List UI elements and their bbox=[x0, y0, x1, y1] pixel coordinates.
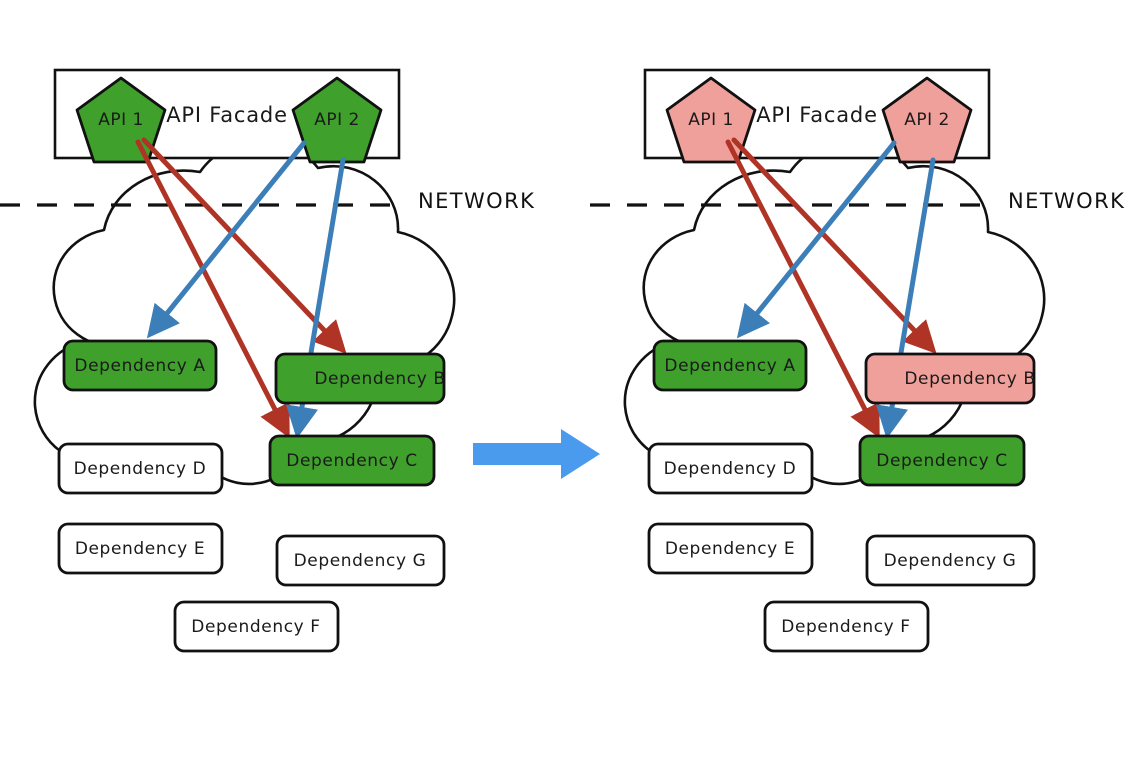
dependency-box-dep-g-after[interactable] bbox=[865, 534, 1036, 587]
dependency-label-dep-a-before: Dependency A bbox=[74, 356, 205, 376]
dependency-box-dep-c-before[interactable] bbox=[268, 434, 436, 487]
dependency-box-dep-d-after[interactable] bbox=[647, 442, 814, 495]
edge-api2-to-dep-a-before bbox=[146, 140, 307, 339]
api-pentagon-api2-before[interactable] bbox=[291, 76, 383, 164]
dependency-label-dep-b-before: Dependency B bbox=[314, 369, 445, 389]
api-pentagon-api2-label-after: API 2 bbox=[904, 110, 950, 130]
dependency-box-dep-a-after[interactable] bbox=[652, 339, 808, 392]
dependency-label-dep-e-before: Dependency E bbox=[75, 539, 205, 559]
api-pentagon-api1-label-before: API 1 bbox=[98, 110, 144, 130]
dependency-label-dep-e-after: Dependency E bbox=[665, 539, 795, 559]
dependency-box-dep-e-after[interactable] bbox=[647, 522, 814, 575]
api-facade-label-before: API Facade bbox=[166, 103, 288, 127]
api-pentagon-api2-label-before: API 2 bbox=[314, 110, 360, 130]
transition-arrow bbox=[473, 429, 600, 479]
api-pentagon-api2-after[interactable] bbox=[881, 76, 973, 164]
dependency-box-dep-d-before[interactable] bbox=[57, 442, 224, 495]
dependency-label-dep-c-before: Dependency C bbox=[286, 451, 417, 471]
edge-api1-to-dep-b-before bbox=[141, 137, 347, 354]
edge-api2-to-dep-a-after bbox=[736, 140, 897, 339]
transition-arrow-shape bbox=[473, 429, 600, 479]
edge-api1-to-dep-c-before bbox=[135, 139, 290, 439]
api-facade-label-after: API Facade bbox=[756, 103, 878, 127]
dependency-label-dep-c-after: Dependency C bbox=[876, 451, 1007, 471]
dependency-label-dep-b-after: Dependency B bbox=[904, 369, 1035, 389]
dependency-box-dep-e-before[interactable] bbox=[57, 522, 224, 575]
panel-before: API Facade API 1 API 2 NETWORK Dependenc… bbox=[0, 68, 535, 653]
dependency-box-dep-f-before[interactable] bbox=[173, 600, 340, 653]
panel-after: API Facade API 1 API 2 NETWORK Dependenc… bbox=[590, 68, 1125, 653]
dependency-label-dep-a-after: Dependency A bbox=[664, 356, 795, 376]
dependency-box-dep-a-before[interactable] bbox=[62, 339, 218, 392]
dependency-label-dep-d-before: Dependency D bbox=[74, 459, 207, 479]
dependency-box-dep-g-before[interactable] bbox=[275, 534, 446, 587]
api-pentagon-api1-label-after: API 1 bbox=[688, 110, 734, 130]
network-label-before: NETWORK bbox=[418, 189, 535, 213]
dependency-box-dep-b-after[interactable] bbox=[864, 352, 1036, 405]
dependency-label-dep-f-after: Dependency F bbox=[781, 617, 910, 637]
edge-api1-to-dep-c-after bbox=[725, 139, 880, 439]
dependency-box-dep-c-after[interactable] bbox=[858, 434, 1026, 487]
dependency-box-dep-b-before[interactable] bbox=[274, 352, 446, 405]
network-label-after: NETWORK bbox=[1008, 189, 1125, 213]
dependency-box-dep-f-after[interactable] bbox=[763, 600, 930, 653]
dependency-label-dep-d-after: Dependency D bbox=[664, 459, 797, 479]
dependency-label-dep-g-after: Dependency G bbox=[884, 551, 1017, 571]
dependency-label-dep-g-before: Dependency G bbox=[294, 551, 427, 571]
dependency-label-dep-f-before: Dependency F bbox=[191, 617, 320, 637]
edge-api1-to-dep-b-after bbox=[731, 137, 937, 354]
